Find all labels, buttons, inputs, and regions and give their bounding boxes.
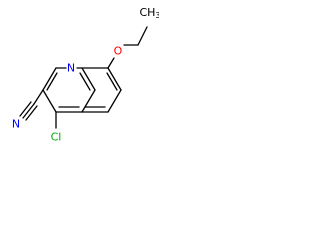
methyl-carbon-text: CH	[139, 6, 155, 19]
methyl-label: CH3	[139, 6, 159, 20]
bond-c8a-n1-inner	[79, 72, 91, 91]
bond-c7-c6	[107, 89, 122, 113]
bond-c4a-c8a	[81, 89, 96, 113]
bond-nitrile-2	[19, 101, 32, 117]
methyl-subscript: 3	[155, 11, 159, 20]
bond-nitrile-1	[22, 103, 35, 119]
ring-nitrogen-label: N	[67, 62, 75, 75]
bond-c8a-n1-link	[81, 67, 96, 91]
nitrile-nitrogen-label: N	[12, 118, 20, 131]
bond-c2-c3-inner	[46, 72, 58, 91]
bond-c3-cn	[33, 89, 44, 105]
bond-c2-c3	[42, 67, 57, 91]
atom-labels: N O CH3 N Cl	[12, 6, 159, 144]
bond-c8-c7	[107, 67, 122, 91]
bond-ch2-ch3	[137, 26, 148, 46]
bond-c3-c4	[42, 89, 57, 113]
bond-c8-o	[107, 57, 115, 69]
bonds	[19, 26, 148, 129]
ether-oxygen-label: O	[114, 45, 123, 58]
bond-c8-c7-inner	[106, 72, 118, 91]
molecule-structure: N O CH3 N Cl	[12, 6, 159, 144]
chlorine-label: Cl	[51, 131, 62, 144]
bond-nitrile-3	[25, 105, 38, 121]
